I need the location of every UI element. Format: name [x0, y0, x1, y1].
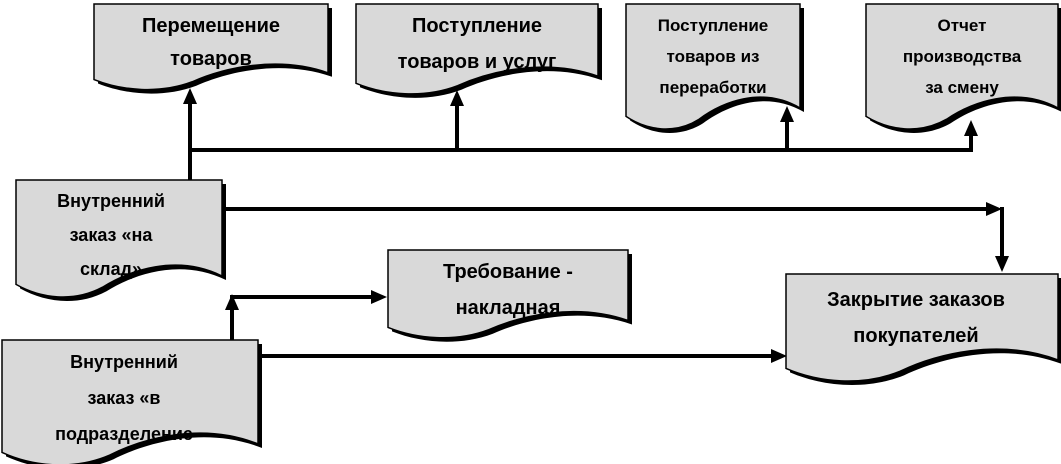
document-label-line: Требование -: [443, 261, 573, 283]
arrowhead: [771, 349, 787, 363]
document-processing-receipt: Поступление товаров из переработки: [625, 3, 804, 133]
document-goods-transfer: Перемещение товаров: [93, 3, 332, 94]
arrowhead: [183, 88, 197, 104]
document-label-line: Внутренний: [57, 191, 165, 211]
document-label-line: Поступление: [658, 16, 769, 35]
document-label-line: покупателей: [853, 325, 978, 347]
document-label-line: производства: [903, 47, 1022, 66]
document-requisition-invoice: Требование - накладная: [387, 249, 632, 342]
document-label-line: Отчет: [938, 16, 987, 35]
document-label-line: склад»: [80, 259, 142, 279]
document-shape: [93, 3, 329, 91]
document-label-line: Поступление: [412, 15, 542, 37]
document-label-line: накладная: [456, 297, 561, 319]
document-internal-order-warehouse: Внутренний заказ «на склад»: [15, 179, 226, 301]
document-label-line: подразделение: [55, 424, 193, 444]
document-label-line: Закрытие заказов: [827, 289, 1005, 311]
arrowhead: [780, 106, 794, 122]
document-goods-services-receipt: Поступление товаров и услуг: [355, 3, 602, 98]
document-label-line: за смену: [925, 78, 999, 97]
document-label-line: товаров из: [666, 47, 759, 66]
document-label-line: товаров и услуг: [398, 51, 557, 73]
arrowhead: [995, 256, 1009, 272]
document-label-line: товаров: [170, 48, 252, 70]
document-shape: [625, 3, 801, 130]
arrowhead: [371, 290, 387, 304]
document-label-line: Перемещение: [142, 15, 280, 37]
document-shape: [865, 3, 1059, 130]
document-label-line: заказ «в: [88, 388, 161, 408]
document-shape: [785, 273, 1059, 382]
document-label-line: переработки: [659, 78, 766, 97]
arrowhead: [225, 294, 239, 310]
document-customer-orders-closing: Закрытие заказов покупателей: [785, 273, 1061, 385]
connectors: [183, 88, 1009, 363]
document-shape: [15, 179, 223, 298]
document-shape: [355, 3, 599, 95]
arrowhead: [986, 202, 1002, 216]
document-label-line: заказ «на: [70, 225, 154, 245]
document-internal-order-department: Внутренний заказ «в подразделение: [1, 339, 262, 464]
arrowhead: [450, 90, 464, 106]
document-boxes: Перемещение товаров Поступление товаров и у…: [1, 3, 1061, 464]
arrowhead: [964, 120, 978, 136]
document-shape: [387, 249, 629, 339]
document-shift-production-report: Отчет производства за смену: [865, 3, 1061, 133]
document-label-line: Внутренний: [70, 352, 178, 372]
document-shape: [1, 339, 259, 464]
